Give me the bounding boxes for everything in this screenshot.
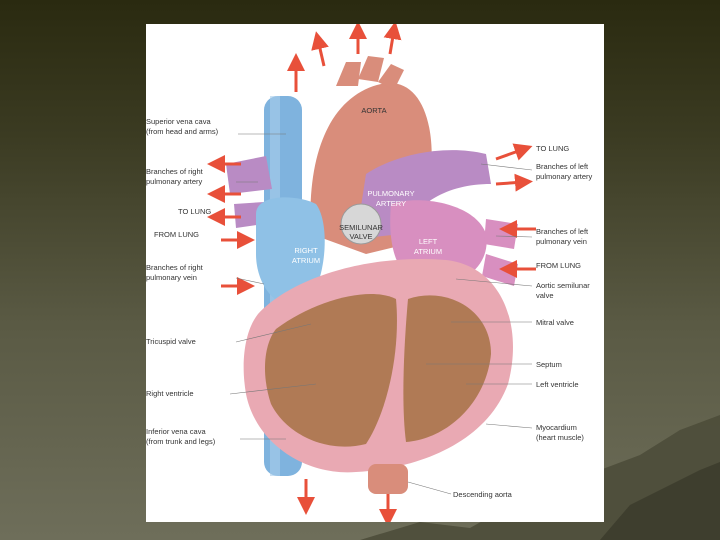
label-from-lung-left: FROM LUNG [154, 230, 199, 239]
label-from-lung-right: FROM LUNG [536, 261, 581, 270]
label-right-atrium-2: ATRIUM [292, 256, 320, 265]
label-inferior-vena-cava-2: (from trunk and legs) [146, 437, 216, 446]
descending-aorta-vessel [368, 464, 408, 494]
label-aortic-semilunar-valve: Aortic semilunar [536, 281, 590, 290]
label-left-pulmonary-artery: Branches of left [536, 162, 589, 171]
label-left-pulmonary-vein: Branches of left [536, 227, 589, 236]
label-semilunar-valve: SEMILUNAR [339, 223, 383, 232]
label-right-pulmonary-vein: Branches of right [146, 263, 204, 272]
label-mitral-valve: Mitral valve [536, 318, 574, 327]
label-descending-aorta: Descending aorta [453, 490, 513, 499]
label-right-atrium: RIGHT [294, 246, 318, 255]
label-to-lung-right: TO LUNG [536, 144, 569, 153]
label-inferior-vena-cava: Inferior vena cava [146, 427, 206, 436]
label-right-pulmonary-artery: Branches of right [146, 167, 204, 176]
label-myocardium-2: (heart muscle) [536, 433, 584, 442]
label-right-pulmonary-artery-2: pulmonary artery [146, 177, 203, 186]
label-right-ventricle: Right ventricle [146, 389, 194, 398]
label-tricuspid-valve: Tricuspid valve [146, 337, 196, 346]
label-right-pulmonary-vein-2: pulmonary vein [146, 273, 197, 282]
label-aortic-semilunar-valve-2: valve [536, 291, 554, 300]
label-left-atrium: LEFT [419, 237, 438, 246]
label-pulmonary-artery: PULMONARY [367, 189, 414, 198]
label-pulmonary-artery-2: ARTERY [376, 199, 406, 208]
label-left-pulmonary-vein-2: pulmonary vein [536, 237, 587, 246]
label-septum: Septum [536, 360, 562, 369]
heart-anatomy-diagram: Superior vena cava (from head and arms) … [146, 24, 604, 522]
label-superior-vena-cava-note: (from head and arms) [146, 127, 219, 136]
label-superior-vena-cava: Superior vena cava [146, 117, 211, 126]
label-aorta: AORTA [361, 106, 386, 115]
label-to-lung-left: TO LUNG [178, 207, 211, 216]
label-myocardium: Myocardium [536, 423, 577, 432]
label-semilunar-valve-2: VALVE [349, 232, 372, 241]
label-left-ventricle: Left ventricle [536, 380, 579, 389]
label-left-pulmonary-artery-2: pulmonary artery [536, 172, 593, 181]
label-left-atrium-2: ATRIUM [414, 247, 442, 256]
